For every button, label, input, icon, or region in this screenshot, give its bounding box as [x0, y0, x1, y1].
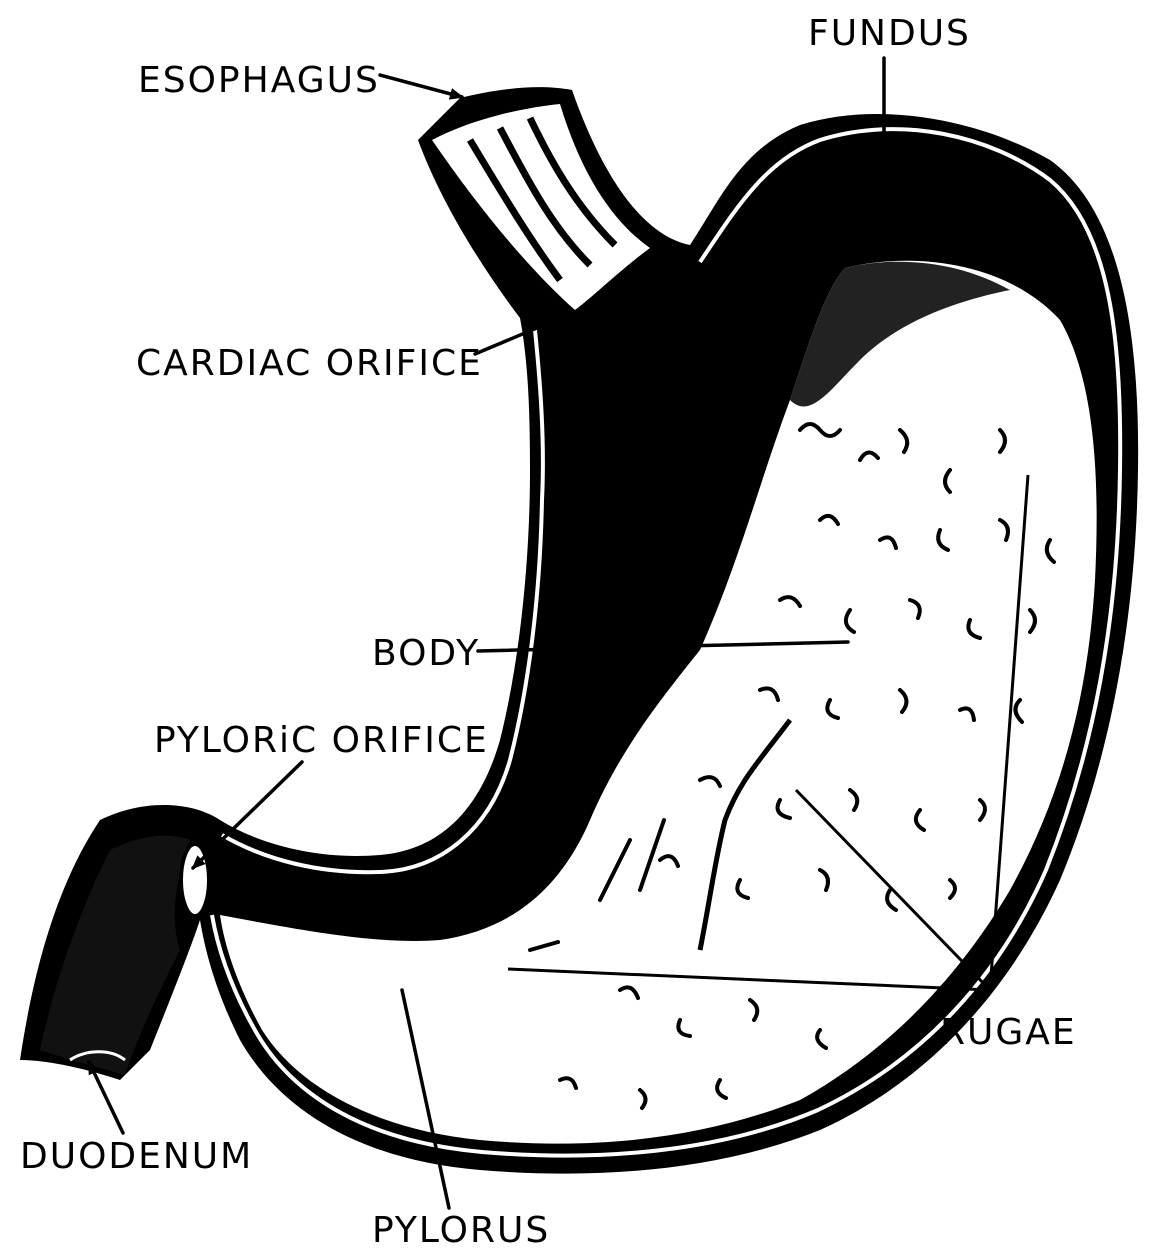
stomach-illustration	[20, 87, 1138, 1173]
label-body: BODY	[372, 633, 480, 674]
esophagus-arrow	[380, 75, 462, 97]
label-esophagus: ESOPHAGUS	[138, 60, 380, 101]
label-pyloric-orifice: PYLORiC ORIFICE	[154, 720, 489, 761]
label-pylorus: PYLORUS	[372, 1210, 550, 1251]
label-cardiac-orifice: CARDIAC ORIFICE	[136, 343, 483, 384]
label-rugae: RUGAE	[940, 1012, 1077, 1053]
label-fundus: FUNDUS	[808, 13, 971, 54]
label-duodenum: DUODENUM	[20, 1136, 253, 1177]
